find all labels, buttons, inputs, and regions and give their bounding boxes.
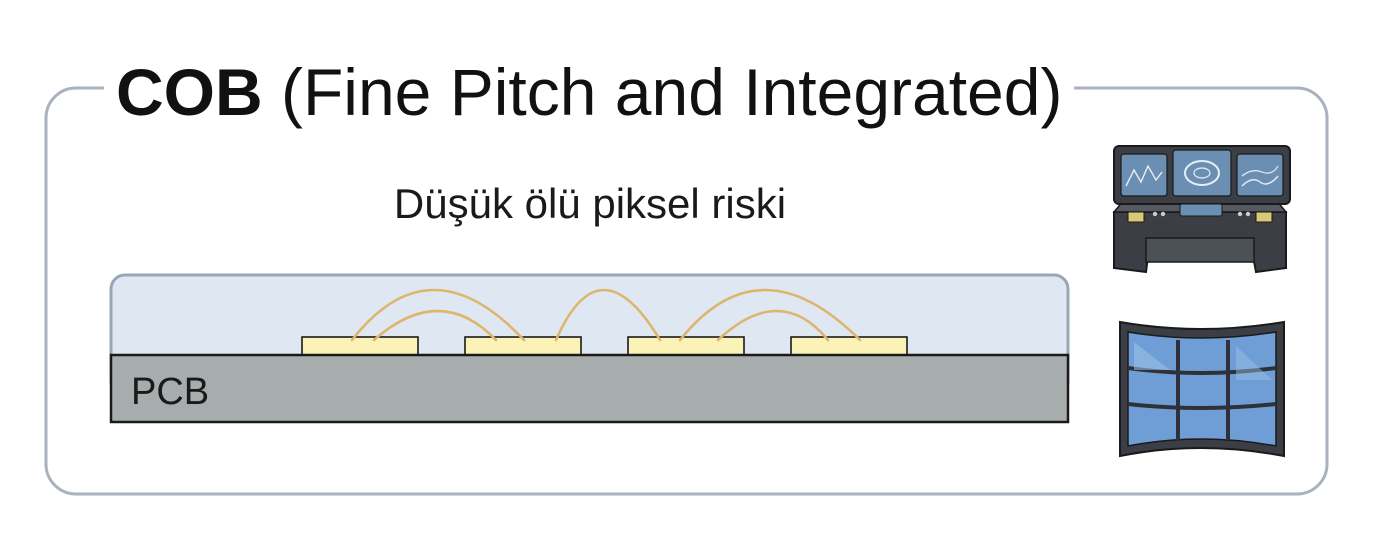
diagram-title: COB (Fine Pitch and Integrated) [104, 52, 1075, 132]
bond-wire [554, 288, 662, 342]
bond-wires [350, 288, 862, 342]
bond-wire [350, 288, 526, 342]
title-rest: (Fine Pitch and Integrated) [262, 55, 1063, 129]
led-chip-3 [627, 336, 745, 357]
title-bold: COB [116, 55, 263, 129]
led-chip-1 [301, 336, 419, 357]
led-chip-4 [790, 336, 908, 357]
diagram-subtitle: Düşük ölü piksel riski [393, 180, 787, 227]
pcb-substrate [109, 353, 1070, 424]
bond-wire [716, 309, 830, 342]
curved-video-wall-icon [1119, 320, 1285, 458]
bond-wire [678, 288, 862, 342]
pcb-label: PCB [131, 371, 210, 413]
bond-wire [372, 309, 498, 342]
control-room-console-icon [1112, 145, 1291, 274]
